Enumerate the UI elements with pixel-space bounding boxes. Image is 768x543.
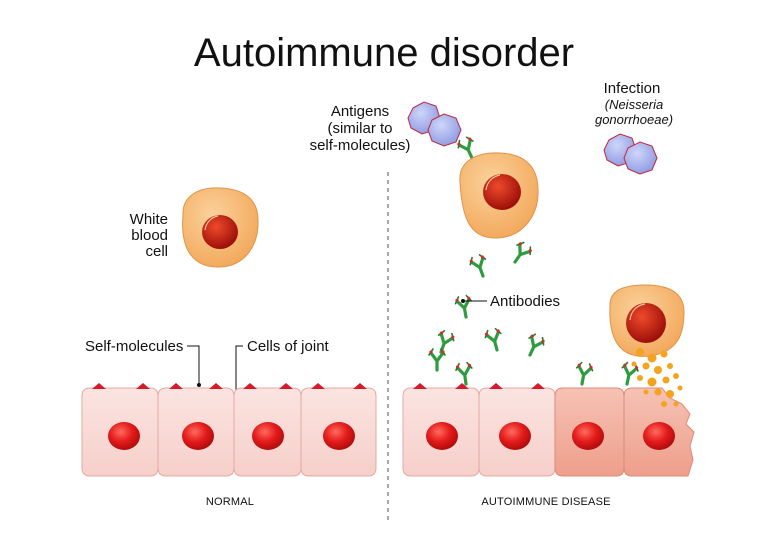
- bacteria-antigen: [407, 101, 462, 147]
- svg-text:cell: cell: [145, 243, 168, 260]
- svg-text:Antigens: Antigens: [331, 103, 389, 120]
- svg-text:blood: blood: [131, 227, 168, 244]
- disease-caption: AUTOIMMUNE DISEASE: [481, 496, 610, 508]
- svg-text:gonorrhoeae): gonorrhoeae): [595, 112, 673, 127]
- infection-label: Infection (Neisseria gonorrhoeae): [595, 80, 673, 127]
- joint-cell: [81, 387, 159, 477]
- svg-text:(similar to: (similar to: [327, 120, 392, 137]
- joint-cell: [233, 387, 302, 477]
- cells-of-joint-leader: [235, 345, 243, 400]
- joint-cell: [402, 387, 480, 477]
- white-blood-cell-attacking: [609, 284, 685, 357]
- joint-cell-damaged: [554, 387, 625, 477]
- self-molecules-dot: [197, 383, 201, 387]
- antibodies-label: Antibodies: [490, 293, 560, 310]
- white-blood-cell-label: White blood cell: [130, 211, 168, 260]
- antibodies-dot: [461, 299, 465, 303]
- white-blood-cell-normal: [182, 187, 259, 268]
- joint-cell: [300, 387, 377, 477]
- joint-cell: [478, 387, 556, 477]
- cells-of-joint-label: Cells of joint: [247, 338, 330, 355]
- svg-text:Infection: Infection: [604, 80, 661, 97]
- svg-text:self-molecules): self-molecules): [310, 137, 411, 154]
- joint-cell-damaged: [623, 387, 695, 477]
- cell-debris: [631, 348, 683, 407]
- white-blood-cell-disease: [459, 152, 539, 239]
- page-title: Autoimmune disorder: [194, 31, 574, 75]
- joint-cells-normal: [81, 383, 377, 477]
- svg-text:White: White: [130, 211, 168, 228]
- antigens-label: Antigens (similar to self-molecules): [310, 103, 411, 154]
- svg-text:(Neisseria: (Neisseria: [605, 97, 664, 112]
- self-molecules-label: Self-molecules: [85, 338, 183, 355]
- normal-caption: NORMAL: [206, 496, 254, 508]
- self-molecules-leader: [187, 345, 200, 384]
- joint-cell: [157, 387, 235, 477]
- bacteria-infection: [603, 133, 658, 175]
- bound-antibodies: [453, 360, 641, 388]
- joint-cells-disease: [402, 383, 695, 477]
